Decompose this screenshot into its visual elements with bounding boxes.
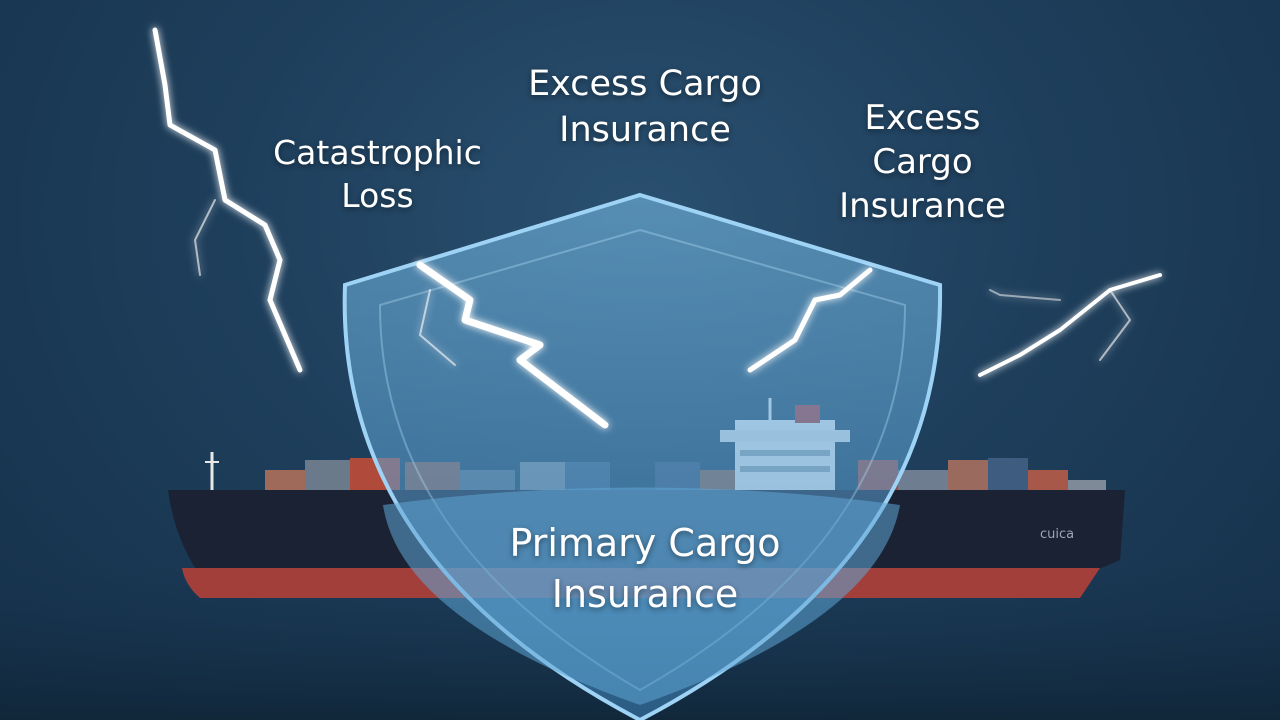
lightning-bolt-shield-right — [747, 267, 873, 373]
lightning-bolt-right — [978, 273, 1162, 377]
excess-top-line1: Excess Cargo — [528, 64, 762, 104]
excess-cargo-insurance-top-label: Excess Cargo Insurance — [495, 62, 795, 153]
primary-line1: Primary Cargo — [509, 521, 781, 565]
catastrophic-loss-line2: Loss — [341, 175, 414, 215]
excess-right-line2: Cargo — [872, 142, 973, 183]
hull-marking: cuica — [1040, 527, 1075, 542]
excess-right-line3: Insurance — [839, 186, 1006, 227]
excess-right-line1: Excess — [864, 98, 981, 138]
primary-line2: Insurance — [551, 572, 739, 617]
shield-lightning — [416, 261, 873, 429]
excess-top-line2: Insurance — [559, 109, 731, 150]
excess-cargo-insurance-right-label: Excess Cargo Insurance — [815, 96, 1030, 229]
lightning-bolt-shield-left — [416, 261, 609, 429]
catastrophic-loss-label: Catastrophic Loss — [250, 132, 505, 218]
lightning-bolts — [152, 27, 1162, 377]
catastrophic-loss-line1: Catastrophic — [273, 133, 482, 172]
primary-cargo-insurance-label: Primary Cargo Insurance — [440, 518, 850, 621]
shield-lower-panel — [383, 487, 900, 705]
lightning-bolt-left — [152, 27, 303, 373]
